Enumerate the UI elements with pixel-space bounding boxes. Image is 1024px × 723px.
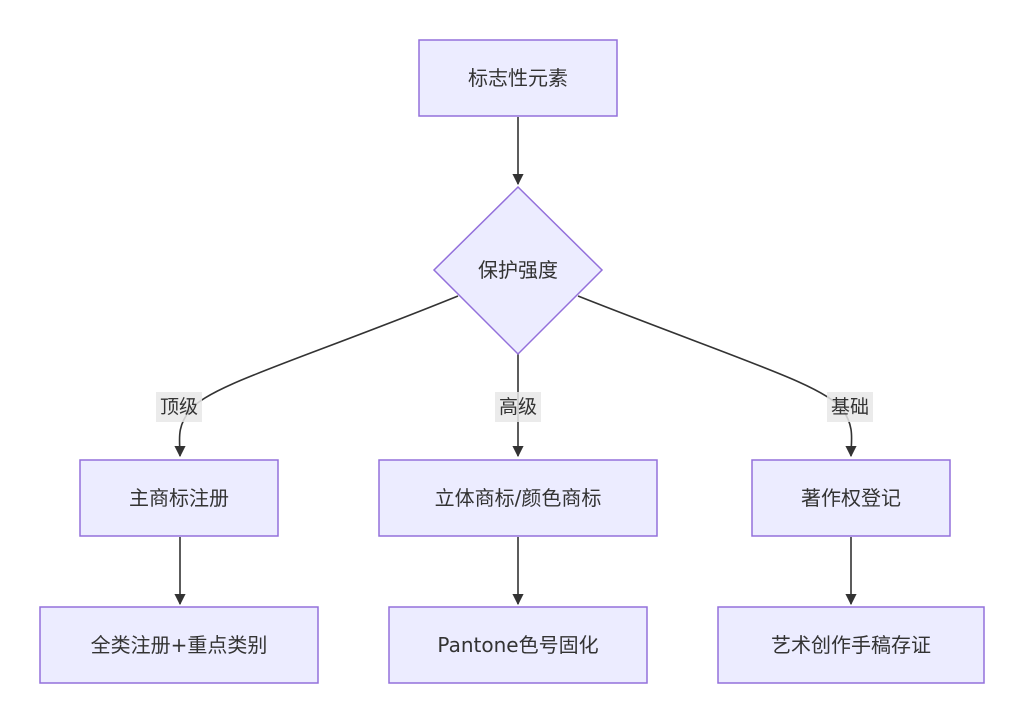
- edges: [174, 117, 857, 606]
- edge-label-mid: 高级: [495, 392, 541, 422]
- node-right-top: 著作权登记: [751, 459, 951, 537]
- edge-decision-to-right: [577, 295, 857, 458]
- node-mid-bottom: Pantone色号固化: [388, 606, 648, 684]
- node-left-top-label: 主商标注册: [129, 486, 229, 510]
- node-mid-bottom-label: Pantone色号固化: [437, 633, 598, 657]
- edge-label-right: 基础: [827, 392, 873, 422]
- node-root-label: 标志性元素: [468, 66, 568, 90]
- node-root: 标志性元素: [418, 39, 618, 117]
- node-left-bottom-label: 全类注册+重点类别: [91, 633, 268, 657]
- node-mid-top: 立体商标/颜色商标: [378, 459, 658, 537]
- node-left-bottom: 全类注册+重点类别: [39, 606, 319, 684]
- edge-decision-to-left: [174, 295, 459, 458]
- edge-label-right-text: 基础: [831, 396, 869, 418]
- node-mid-top-label: 立体商标/颜色商标: [435, 486, 602, 510]
- edge-label-mid-text: 高级: [499, 396, 537, 418]
- node-decision-label: 保护强度: [478, 258, 558, 282]
- node-right-bottom: 艺术创作手稿存证: [717, 606, 985, 684]
- edge-label-left: 顶级: [156, 392, 202, 422]
- node-left-top: 主商标注册: [79, 459, 279, 537]
- node-right-bottom-label: 艺术创作手稿存证: [771, 633, 931, 657]
- node-decision: 保护强度: [432, 185, 604, 356]
- node-right-top-label: 著作权登记: [801, 486, 901, 510]
- edge-label-left-text: 顶级: [160, 396, 198, 418]
